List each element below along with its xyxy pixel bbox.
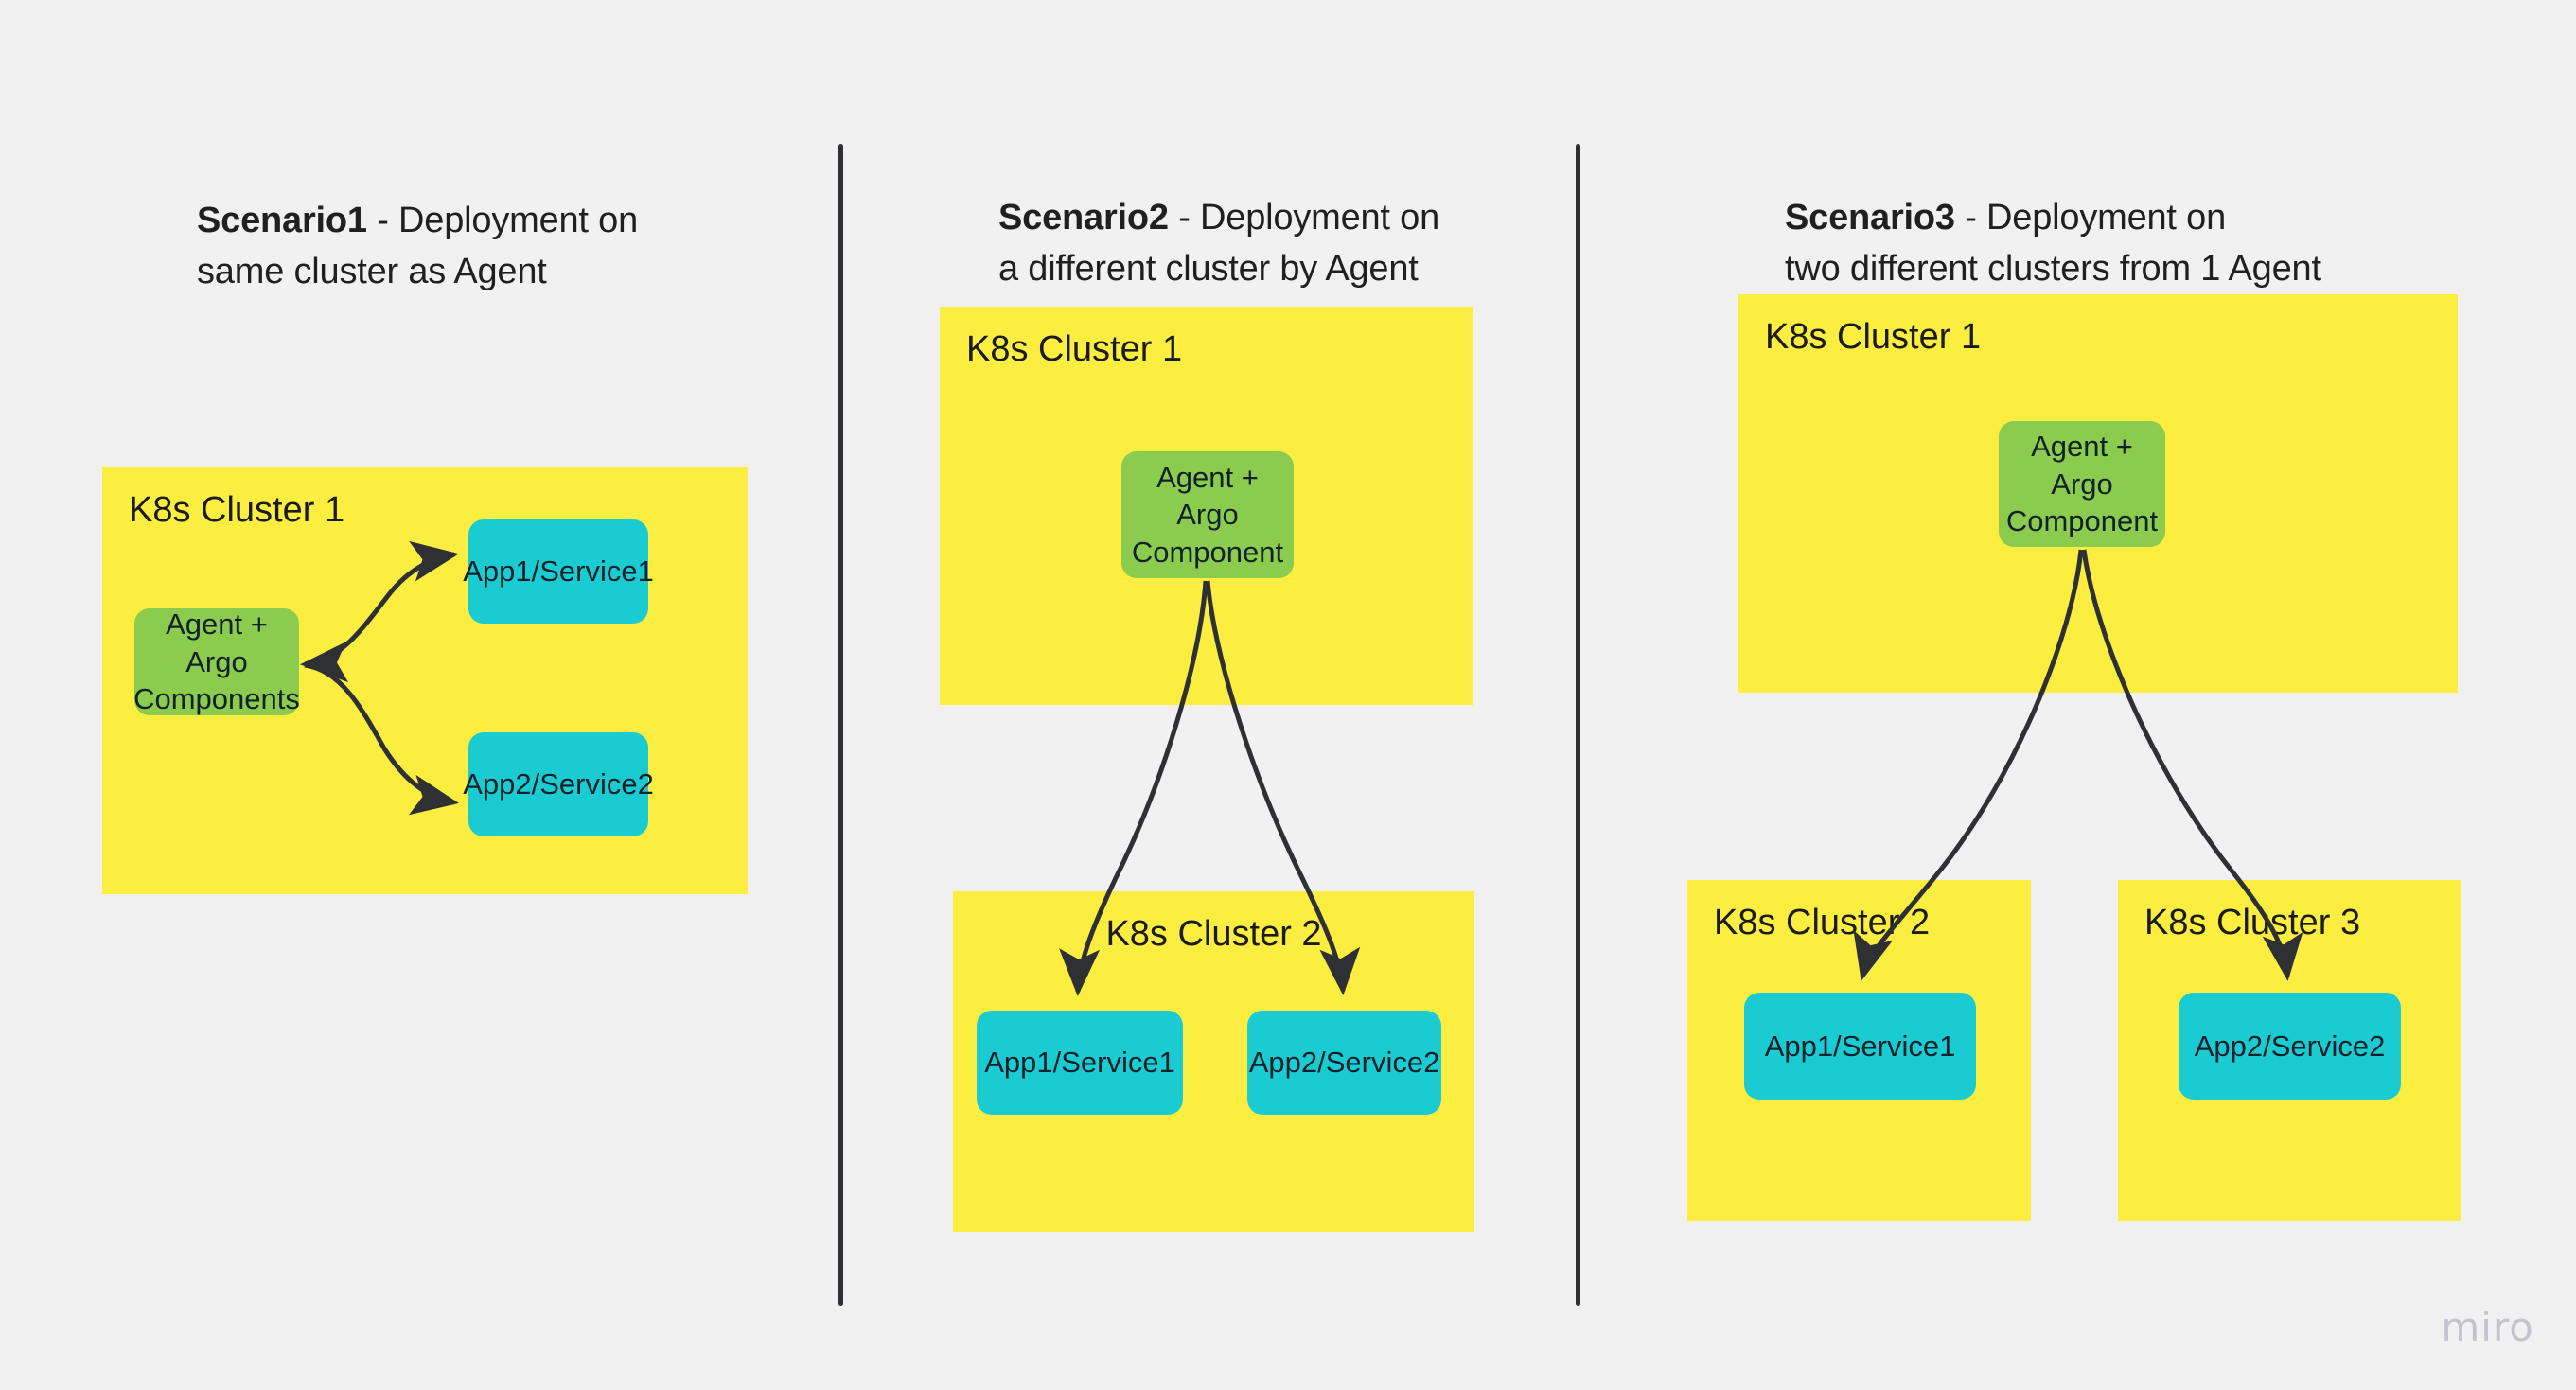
- miro-watermark: miro: [2441, 1304, 2534, 1350]
- s3-cluster3-label: K8s Cluster 3: [2144, 903, 2361, 942]
- s2-cluster1-label: K8s Cluster 1: [966, 329, 1183, 369]
- s3-agent-label: Agent + Argo Component: [2005, 430, 2159, 538]
- s2-cluster2-label: K8s Cluster 2: [1105, 914, 1322, 954]
- s1-app1-node[interactable]: App1/Service1: [463, 519, 654, 624]
- s2-app2-label: App2/Service2: [1248, 1046, 1440, 1080]
- s3-app2-node[interactable]: App2/Service2: [2179, 993, 2401, 1100]
- s3-agent-node[interactable]: Agent + Argo Component: [1999, 421, 2165, 547]
- scenario1-title-rest: - Deployment on same cluster as Agent: [197, 200, 639, 291]
- s3-cluster2-label: K8s Cluster 2: [1714, 903, 1931, 942]
- scenario3-title: Scenario3 - Deployment on two different …: [1785, 142, 2391, 295]
- scenario1-title: Scenario1 - Deployment on same cluster a…: [197, 145, 727, 298]
- scenario2-title-strong: Scenario2: [998, 197, 1169, 238]
- divider-2: [1576, 144, 1580, 1306]
- s1-cluster1-label: K8s Cluster 1: [129, 490, 345, 530]
- s2-agent-node[interactable]: Agent + Argo Component: [1121, 451, 1294, 578]
- s1-app2-label: App2/Service2: [463, 767, 654, 801]
- scenario1-title-strong: Scenario1: [197, 200, 367, 240]
- s3-app1-label: App1/Service1: [1764, 1029, 1956, 1063]
- divider-1: [838, 144, 843, 1306]
- scenario3-title-strong: Scenario3: [1785, 197, 1955, 238]
- s1-app1-label: App1/Service1: [463, 554, 654, 589]
- s2-app1-node[interactable]: App1/Service1: [977, 1011, 1183, 1115]
- scenario2-title: Scenario2 - Deployment on a different cl…: [998, 142, 1566, 295]
- s3-app1-node[interactable]: App1/Service1: [1744, 993, 1976, 1100]
- s1-app2-node[interactable]: App2/Service2: [463, 732, 654, 836]
- s2-app1-label: App1/Service1: [984, 1046, 1175, 1080]
- s1-agent-node[interactable]: Agent + Argo Components: [133, 607, 300, 716]
- s2-app2-node[interactable]: App2/Service2: [1247, 1011, 1441, 1115]
- s3-app2-label: App2/Service2: [2194, 1029, 2386, 1063]
- s2-agent-label: Agent + Argo Component: [1131, 460, 1284, 569]
- scenario3-title-rest: - Deployment on two different clusters f…: [1785, 197, 2321, 289]
- scenario2-title-rest: - Deployment on a different cluster by A…: [998, 197, 1440, 289]
- s1-agent-label: Agent + Argo Components: [133, 607, 300, 716]
- s3-cluster1-label: K8s Cluster 1: [1765, 317, 1982, 357]
